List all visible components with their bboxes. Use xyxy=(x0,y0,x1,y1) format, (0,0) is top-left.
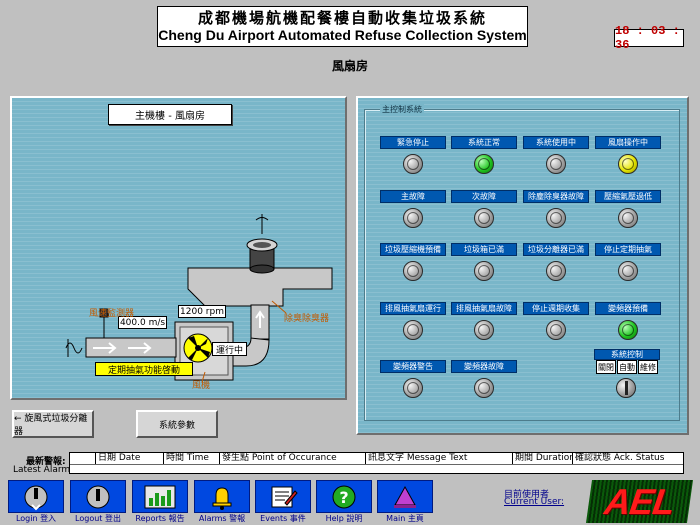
indicator-lamp xyxy=(474,378,494,398)
indicator-lamp xyxy=(403,154,423,174)
alarm-bell-icon xyxy=(194,480,250,513)
alarm-row xyxy=(70,464,683,473)
alarm-col-time: 時間 Time xyxy=(164,453,220,464)
indicator-lamp xyxy=(546,154,566,174)
indicator-lamp xyxy=(403,208,423,228)
help-label: Help 說明 xyxy=(325,514,363,523)
indicator-label: 系統使用中 xyxy=(523,136,589,149)
cyclone-separator-button[interactable]: ← 旋風式垃圾分離器 xyxy=(12,410,94,438)
indicator-lamp xyxy=(403,261,423,281)
logout-icon xyxy=(70,480,126,513)
indicator-label: 垃圾分離器已滿 xyxy=(523,243,589,256)
alarm-col-spacer xyxy=(70,453,96,464)
fan-run-status: 運行中 xyxy=(212,342,247,356)
indicator-lamp xyxy=(474,154,494,174)
fan-rpm-value: 1200 rpm xyxy=(178,305,226,318)
main-page-label: Main 主頁 xyxy=(386,514,424,523)
title-box: 成都機場航機配餐樓自動收集垃圾系統 Cheng Du Airport Autom… xyxy=(157,6,528,47)
mode-off-button[interactable]: 關閉 xyxy=(596,360,616,374)
alarms-label: Alarms 警報 xyxy=(198,514,246,523)
title-chinese: 成都機場航機配餐樓自動收集垃圾系統 xyxy=(197,9,487,27)
help-icon: ? xyxy=(316,480,372,513)
latest-alarm-label-en: Latest Alarm: xyxy=(13,465,74,475)
title-english: Cheng Du Airport Automated Refuse Collec… xyxy=(158,27,527,43)
events-label: Events 事件 xyxy=(260,514,306,523)
timed-suction-status: 定期抽氣功能啓動 xyxy=(95,362,193,376)
alarm-table-header: 日期 Date 時間 Time 發生點 Point of Occurance 訊… xyxy=(70,453,683,464)
indicator-label: 垃圾壓縮機預備 xyxy=(380,243,446,256)
mode-auto-button[interactable]: 自動 xyxy=(617,360,637,374)
help-button[interactable]: ? Help 說明 xyxy=(316,480,372,525)
knob-pointer xyxy=(625,381,628,395)
alarm-col-duration: 期間 Duration xyxy=(515,453,573,464)
latest-alarm-label-zh: 最新警報: xyxy=(26,457,66,467)
ael-logo: AEL xyxy=(585,480,694,523)
indicator-lamp xyxy=(618,261,638,281)
indicator-label: 變頻器警告 xyxy=(380,360,446,373)
indicator-label: 停止週期收集 xyxy=(523,302,589,315)
logout-label: Logout 登出 xyxy=(75,514,121,523)
login-label: Login 登入 xyxy=(15,514,57,523)
clock-display: 18 : 03 : 36 xyxy=(614,24,684,52)
indicator-label: 除塵除臭器故障 xyxy=(523,190,589,203)
indicator-lamp xyxy=(403,320,423,340)
indicator-lamp xyxy=(546,320,566,340)
login-icon xyxy=(8,480,64,513)
current-user-label-zh: 目前使用者 xyxy=(504,490,550,500)
indicator-lamp xyxy=(618,320,638,340)
alarm-col-point: 發生點 Point of Occurance xyxy=(220,453,366,464)
indicator-label: 緊急停止 xyxy=(380,136,446,149)
indicator-label: 垃圾箱已滿 xyxy=(451,243,517,256)
indicator-label: 排風抽氣扇運行 xyxy=(380,302,446,315)
building-label: 主機樓 - 風扇房 xyxy=(108,104,232,125)
system-control-label: 系統控制 xyxy=(594,349,660,360)
main-control-title: 主控制系統 xyxy=(380,104,424,115)
system-mode-selector: 關閉 自動 維修 xyxy=(596,360,658,374)
indicator-label: 壓縮氣壓過低 xyxy=(595,190,661,203)
main-page-button[interactable]: Main 主頁 xyxy=(377,480,433,525)
indicator-lamp xyxy=(618,154,638,174)
wind-sensor-label: 風速監測器 xyxy=(89,309,135,319)
indicator-label: 次故障 xyxy=(451,190,517,203)
current-user-label-en: Current User: xyxy=(504,497,565,507)
alarm-col-date: 日期 Date xyxy=(96,453,164,464)
deodorizer-label: 除臭除臭器 xyxy=(284,314,330,324)
fan-room-diagram xyxy=(65,214,333,383)
indicator-lamp xyxy=(546,261,566,281)
indicator-label: 變頻器預備 xyxy=(595,302,661,315)
reports-icon xyxy=(132,480,188,513)
login-button[interactable]: Login 登入 xyxy=(8,480,64,525)
system-control-knob[interactable] xyxy=(616,378,636,398)
wind-speed-value: 400.0 m/s xyxy=(118,316,167,329)
page-title: 風扇房 xyxy=(331,59,368,73)
events-icon xyxy=(255,480,311,513)
indicator-label: 系統正常 xyxy=(451,136,517,149)
indicator-lamp xyxy=(474,261,494,281)
events-button[interactable]: Events 事件 xyxy=(255,480,311,525)
indicator-lamp xyxy=(474,320,494,340)
alarm-col-ack: 確認狀態 Ack. Status xyxy=(575,453,665,463)
alarm-col-message: 訊息文字 Message Text xyxy=(366,453,513,464)
indicator-label: 排風抽氣扇故障 xyxy=(451,302,517,315)
indicator-lamp xyxy=(546,208,566,228)
alarms-button[interactable]: Alarms 警報 xyxy=(194,480,250,525)
main-page-icon xyxy=(377,480,433,513)
reports-button[interactable]: Reports 報告 xyxy=(132,480,188,525)
latest-alarm-table xyxy=(69,452,684,474)
reports-label: Reports 報告 xyxy=(135,514,185,523)
mode-maintenance-button[interactable]: 維修 xyxy=(638,360,658,374)
indicator-lamp xyxy=(618,208,638,228)
svg-text:?: ? xyxy=(339,488,348,507)
indicator-label: 停止定期抽氣 xyxy=(595,243,661,256)
main-control-frame xyxy=(364,109,680,421)
indicator-label: 主故障 xyxy=(380,190,446,203)
fan-label: 風機 xyxy=(192,381,211,391)
system-parameters-button[interactable]: 系統參數 xyxy=(136,410,218,438)
indicator-label: 變頻器故障 xyxy=(451,360,517,373)
indicator-lamp xyxy=(474,208,494,228)
logout-button[interactable]: Logout 登出 xyxy=(70,480,126,525)
indicator-lamp xyxy=(403,378,423,398)
indicator-label: 風扇操作中 xyxy=(595,136,661,149)
